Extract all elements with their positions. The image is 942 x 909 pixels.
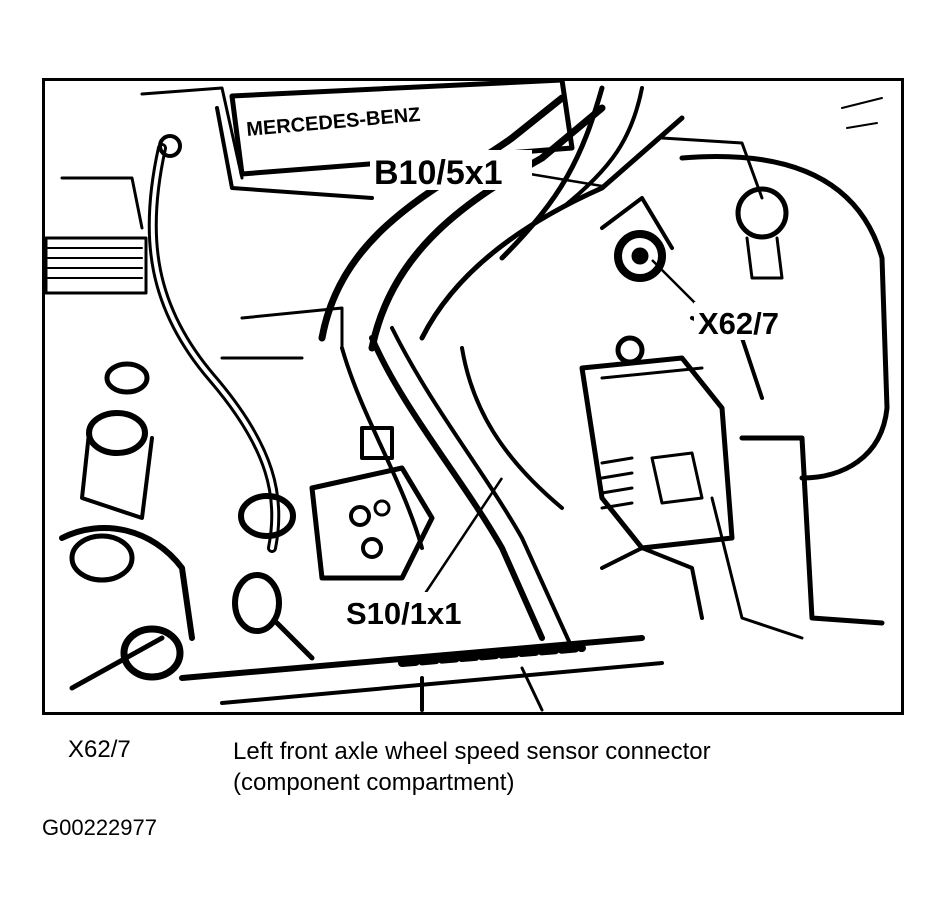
legend-description-line-2: (component compartment)	[233, 769, 515, 796]
x62-label-bg	[694, 302, 812, 340]
control-module	[579, 355, 735, 551]
engine-compartment-illustration: MERCEDES-BENZ B10/5x1 X62/7 S10/1x1	[42, 78, 904, 715]
sensor-bulb-upper	[238, 493, 296, 539]
right-housing	[679, 154, 890, 481]
callout-x62-7: X62/7	[698, 306, 779, 341]
leader-b10	[529, 172, 603, 188]
line-drawing: MERCEDES-BENZ B10/5x1 X62/7 S10/1x1	[42, 78, 904, 715]
callout-s10-1x1: S10/1x1	[346, 596, 462, 631]
callout-b10-5x1: B10/5x1	[374, 154, 503, 192]
sensor-bulb-lower	[232, 572, 282, 634]
b10-label-bg	[370, 150, 532, 190]
leader-lines	[420, 172, 703, 599]
legend-description: Left front axle wheel speed sensor conne…	[233, 736, 711, 798]
legend-code: X62/7	[68, 736, 131, 763]
leader-s10	[420, 477, 504, 599]
wire-harness	[369, 335, 545, 641]
leader-x62	[651, 259, 703, 311]
figure-id: G00222977	[42, 815, 157, 840]
engine-cover-plate	[229, 78, 575, 177]
legend-description-line-1: Left front axle wheel speed sensor conne…	[233, 738, 711, 765]
s10-label-bg	[342, 592, 502, 630]
connector-x62-7	[614, 230, 666, 282]
